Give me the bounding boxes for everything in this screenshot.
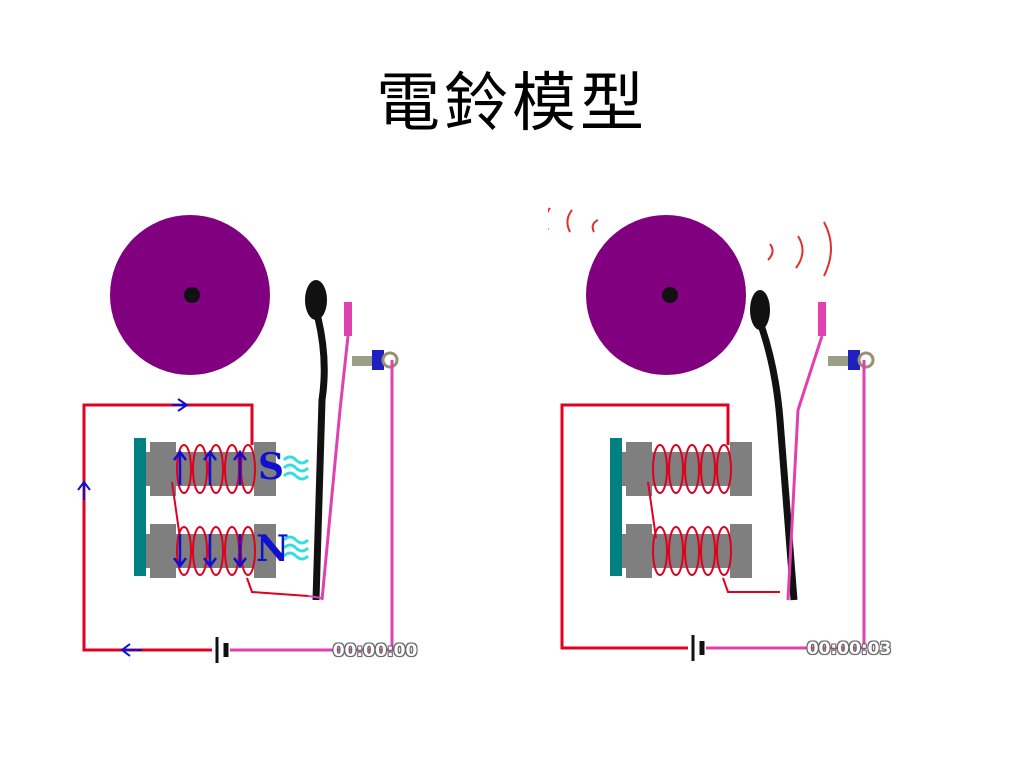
timer-readout: 00:00:03 [806, 639, 892, 659]
bell-diagram-on-drawing [77, 215, 399, 663]
upper-core-flange-right [730, 442, 752, 496]
magnetic-waves-upper [282, 455, 310, 481]
spring-strip [786, 335, 824, 601]
upper-core-flange-left [626, 442, 652, 496]
circuit-wire-lead [246, 577, 309, 597]
return-wire [706, 360, 866, 650]
striker-arm [312, 317, 328, 601]
circuit-wire-lead [722, 577, 780, 593]
coil-connector [647, 481, 657, 539]
magnetic-waves-lower [282, 535, 310, 561]
contact-screw-shaft [828, 356, 848, 366]
field-arrows-up [173, 449, 247, 485]
contact-screw-nut [848, 350, 860, 370]
page-title: 電鈴模型 [376, 67, 648, 141]
electromagnet-plate [610, 438, 622, 576]
upper-core-flange-right [254, 442, 276, 496]
contact-screw-head [381, 351, 399, 369]
sound-waves-right [767, 221, 832, 277]
pole-label-north: N [256, 528, 289, 570]
striker-hammer [305, 280, 327, 320]
bell-center [184, 287, 200, 303]
bell-center [662, 287, 678, 303]
electric-bell-diagram-ringing: 00:00:03 [548, 200, 908, 680]
striker-arm [758, 326, 798, 601]
coil-connector [171, 481, 181, 539]
striker-hammer [750, 290, 770, 330]
circuit-wire-coil [560, 403, 730, 650]
sound-waves-left [548, 207, 599, 233]
contact-screw-shaft [352, 356, 372, 366]
lower-core-flange-left [150, 524, 176, 578]
current-arrow-top [172, 398, 189, 412]
contact-screw-head [857, 351, 875, 369]
timer-readout: 00:00:00 [332, 641, 418, 661]
contact-screw-nut [372, 350, 384, 370]
spring-contact [344, 302, 352, 336]
lower-core-flange-left [626, 524, 652, 578]
upper-coil [652, 444, 732, 494]
current-arrow-bottom [120, 643, 142, 657]
lower-core-flange-right [254, 524, 276, 578]
bell-diagram-ringing-drawing [548, 207, 875, 661]
lower-core-flange-right [730, 524, 752, 578]
return-wire-contact [307, 595, 323, 599]
spring-strip [320, 335, 350, 601]
pole-label-south: S [258, 446, 284, 488]
spring-contact [818, 302, 826, 336]
return-wire [230, 360, 394, 652]
current-arrow-left [77, 480, 91, 500]
electromagnet-plate [134, 438, 146, 576]
upper-core-flange-left [150, 442, 176, 496]
electric-bell-diagram-on: S N 00:00:00 [72, 200, 432, 680]
lower-coil [652, 526, 732, 576]
field-arrows-down [173, 534, 247, 569]
